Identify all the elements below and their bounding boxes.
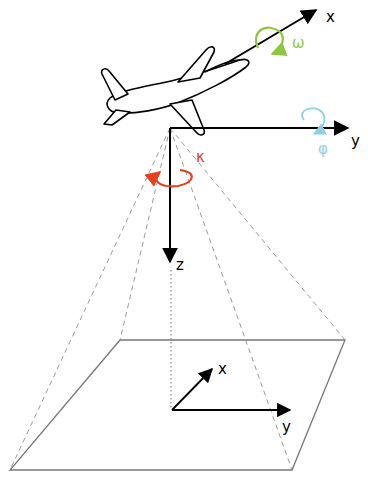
- x-axis-arrow: [225, 10, 316, 64]
- phi-rotation-arc: [302, 108, 324, 134]
- axis-label: z: [176, 258, 184, 273]
- rotation-label: φ: [318, 142, 328, 157]
- airplane-sketch: [102, 47, 249, 135]
- ground-y-axis: [172, 409, 290, 411]
- axis-label: y: [351, 134, 360, 149]
- ground-plane: [10, 340, 345, 470]
- omega-rotation-arc: [256, 28, 283, 54]
- axis-label: y: [282, 420, 291, 435]
- view-frustum: [10, 128, 345, 470]
- rotation-label: κ: [196, 150, 205, 165]
- axis-label: x: [218, 362, 227, 377]
- z-axis-arrow: [169, 128, 171, 262]
- plumb-line: [170, 270, 171, 408]
- axis-label: x: [326, 10, 335, 25]
- rotation-label: ω: [292, 36, 305, 51]
- ground-x-axis: [172, 369, 212, 410]
- kappa-rotation-arc: [156, 170, 192, 186]
